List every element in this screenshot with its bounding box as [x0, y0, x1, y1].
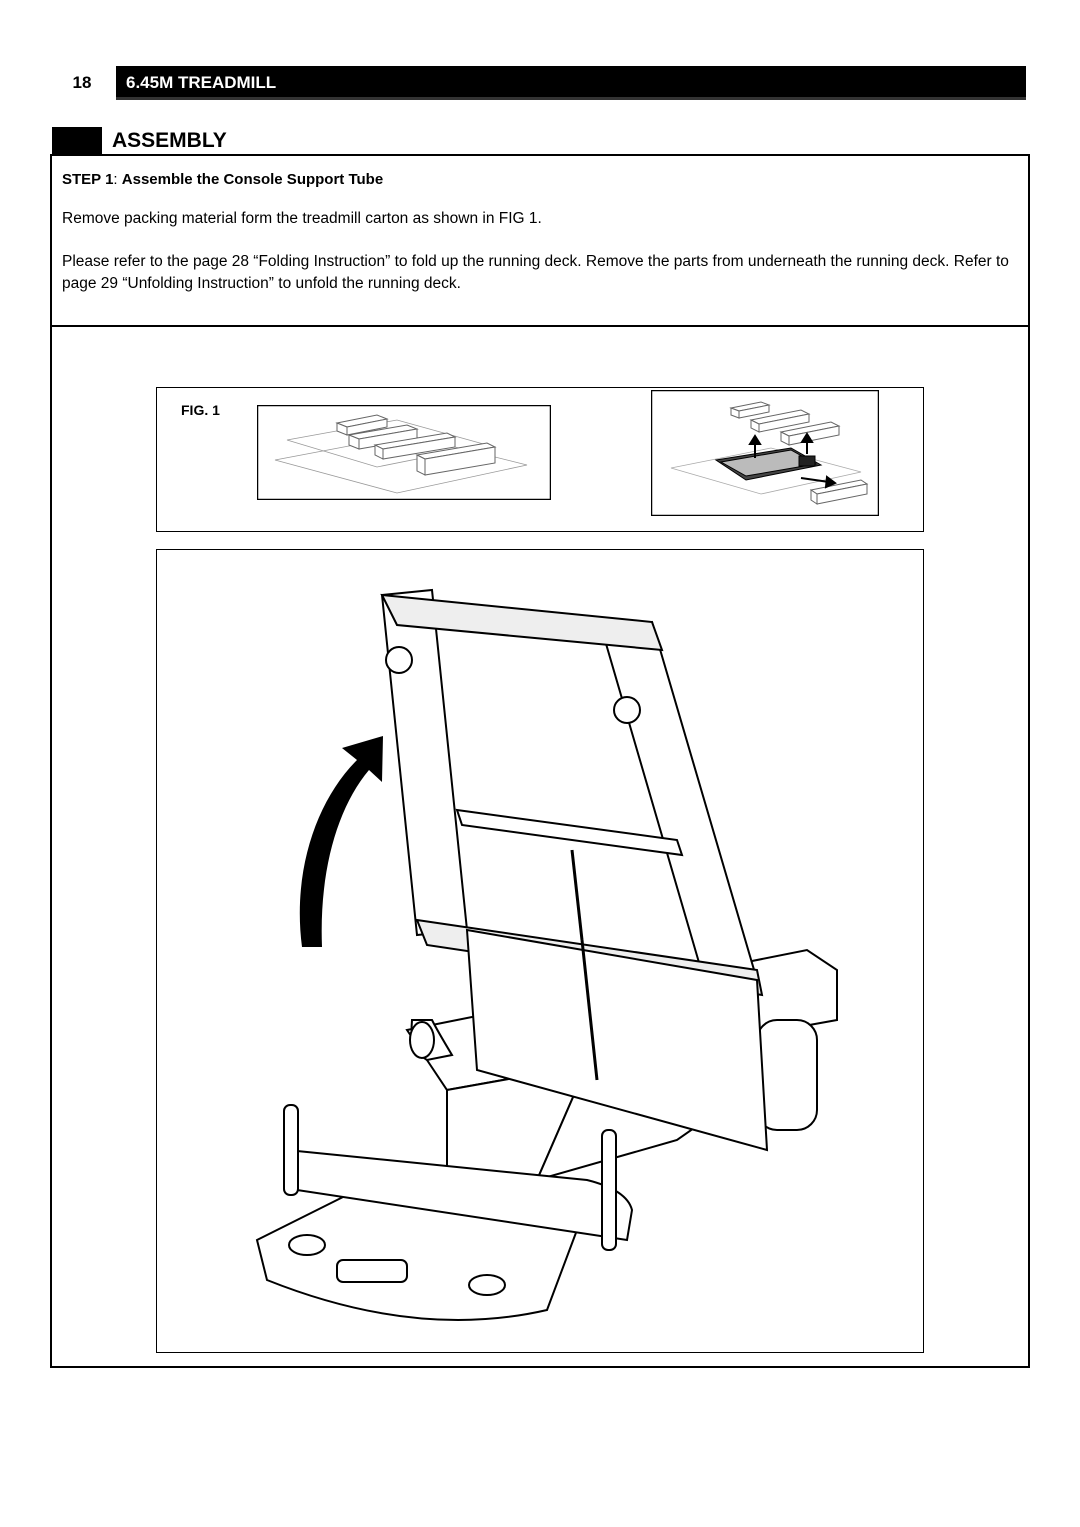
instruction-frame: STEP 1: Assemble the Console Support Tub…	[50, 154, 1030, 1368]
section-title: ASSEMBLY	[112, 129, 227, 152]
treadmill-unpack-illustration	[651, 390, 879, 516]
treadmill-fold-illustration-panel	[156, 549, 924, 1353]
page-number: 18	[52, 66, 112, 100]
treadmill-folded-deck-illustration	[255, 588, 838, 1321]
page-header: 18 6.45M TREADMILL	[52, 66, 1026, 100]
section-tab-marker	[52, 127, 102, 155]
step-heading: STEP 1: Assemble the Console Support Tub…	[62, 170, 383, 190]
fold-up-arrow-icon	[299, 736, 383, 947]
fig-1-panel: FIG. 1	[156, 387, 924, 532]
step-label: STEP 1	[62, 171, 114, 188]
step-separator: :	[113, 171, 122, 188]
fig-label: FIG. 1	[181, 402, 220, 418]
step-paragraph-2: Please refer to the page 28 “Folding Ins…	[62, 253, 1009, 292]
product-title: 6.45M TREADMILL	[116, 66, 1026, 100]
step-title: Assemble the Console Support Tube	[121, 171, 384, 188]
carton-packing-illustration	[257, 405, 551, 500]
step-paragraph-1: Remove packing material form the treadmi…	[62, 210, 542, 227]
step-text-block: STEP 1: Assemble the Console Support Tub…	[52, 156, 1028, 327]
